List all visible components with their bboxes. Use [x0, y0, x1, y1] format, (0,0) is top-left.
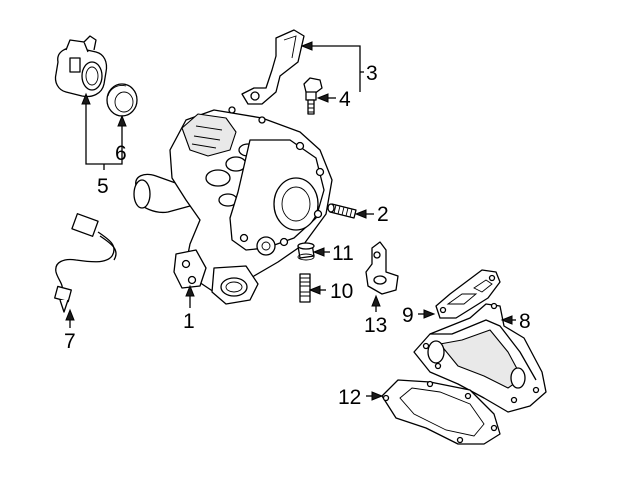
bracket-part	[241, 29, 305, 105]
turbocharger-part	[133, 106, 333, 305]
egr-cooler-part	[413, 302, 547, 413]
callout-1: 1	[183, 310, 195, 333]
stud-part	[327, 203, 357, 219]
seal-ring-part	[106, 83, 138, 117]
callout-labels: 1 2 3 4 5 6 7 8 9 10 11 12 13	[64, 62, 531, 409]
callout-11: 11	[332, 242, 354, 265]
callout-2: 2	[377, 203, 389, 226]
callout-13: 13	[364, 314, 387, 337]
short-stud-part	[299, 273, 311, 303]
leader-lines	[65, 41, 516, 401]
callout-4: 4	[339, 88, 351, 111]
mount-bracket-part	[365, 241, 399, 295]
oxygen-sensor-part	[54, 213, 117, 313]
throttle-body-part	[54, 35, 108, 98]
nut-part	[297, 242, 315, 261]
lower-gasket-part	[381, 379, 501, 445]
callout-12: 12	[338, 386, 361, 409]
callout-7: 7	[64, 330, 76, 353]
callout-9: 9	[402, 304, 414, 327]
callout-8: 8	[519, 310, 531, 333]
bolt-part	[303, 77, 323, 115]
upper-gasket-part	[435, 269, 501, 319]
callout-6: 6	[115, 142, 127, 165]
callout-5: 5	[97, 175, 109, 198]
callout-10: 10	[330, 280, 353, 303]
callout-3: 3	[366, 62, 378, 85]
